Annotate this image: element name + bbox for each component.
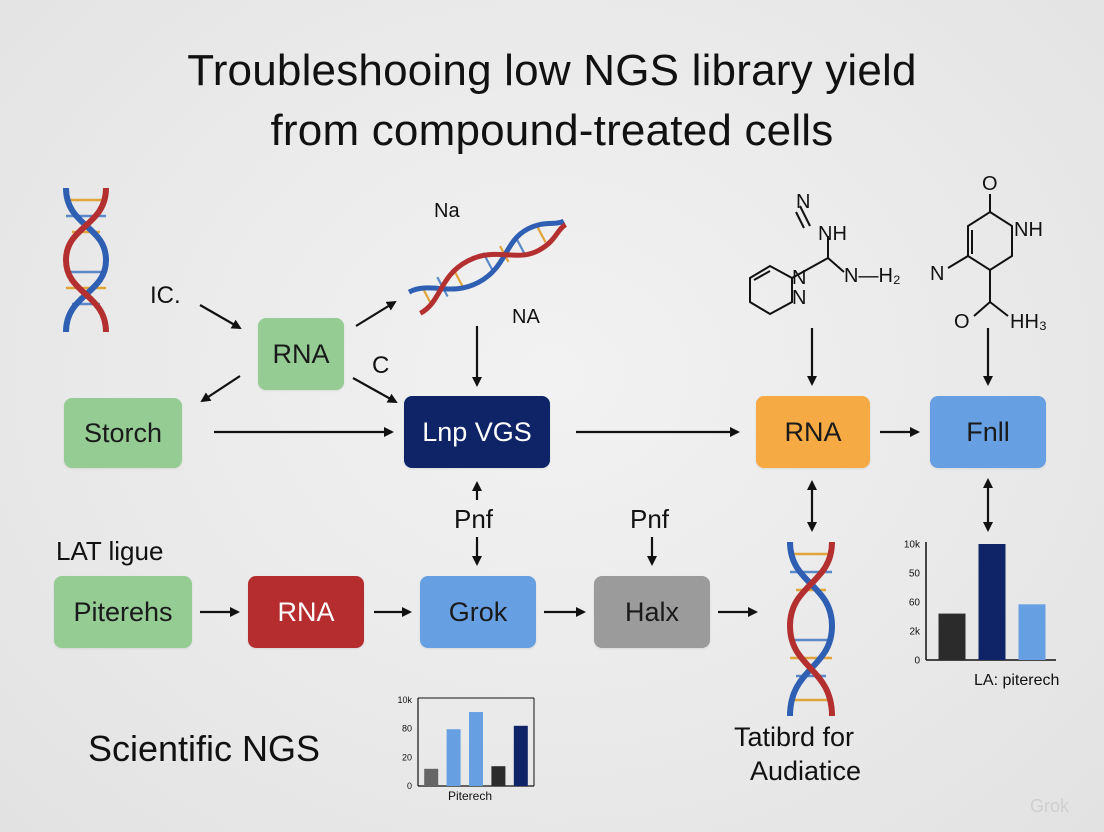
chart2-bar xyxy=(513,725,528,786)
label-ic: IC. xyxy=(150,282,181,309)
arrow-rna-to-helix xyxy=(355,300,397,327)
chart2-y-tick-label: 0 xyxy=(407,781,412,791)
box-rna-red: RNA xyxy=(248,576,364,648)
box-lnp-vgs: Lnp VGS xyxy=(404,396,550,468)
label-pnf-left: Pnf xyxy=(454,504,494,534)
label-na-bottom: NA xyxy=(512,306,540,328)
label-tatibrd-line1: Tatibrd for xyxy=(734,722,855,752)
arrow-ic-to-rna xyxy=(199,304,242,329)
chart1-y-tick-label: 2k xyxy=(909,626,921,637)
label-scientific-ngs: Scientific NGS xyxy=(88,728,321,769)
arrow-rna-to-lnp xyxy=(352,377,398,403)
mol2-hh3: HH₃ xyxy=(1010,311,1047,333)
chart2-bar xyxy=(469,712,483,786)
box-rna-orange: RNA xyxy=(756,396,870,468)
mol1-n3: N xyxy=(792,287,806,309)
dna-helix-icon xyxy=(62,187,110,333)
chart2-bar xyxy=(424,768,439,786)
mol1-n2: N xyxy=(792,267,806,289)
chart1-y-tick-label: 60 xyxy=(909,597,921,608)
chart2-xlabel: Piterech xyxy=(448,789,492,803)
mol2-o-top: O xyxy=(982,173,998,195)
label-lat-ligue: LAT ligue xyxy=(56,536,164,566)
chart2-y-tick-label: 80 xyxy=(402,724,412,734)
label-na-top: Na xyxy=(434,200,460,222)
box-grok: Grok xyxy=(420,576,536,648)
mol2-n: N xyxy=(930,263,944,285)
page-title-line1: Troubleshooing low NGS library yield xyxy=(187,46,917,95)
chart1-y-tick-label: 10k xyxy=(904,539,921,550)
box-fnll: Fnll xyxy=(930,396,1046,468)
label-c: C xyxy=(372,352,390,379)
chart1-bar xyxy=(978,544,1006,660)
chart2-bar xyxy=(491,766,506,786)
page-title-line2: from compound-treated cells xyxy=(270,106,834,155)
watermark-grok: Grok xyxy=(1030,796,1070,816)
box-halx: Halx xyxy=(594,576,710,648)
chart2-bar xyxy=(446,729,461,786)
bar-chart-bottom: 10k 80 20 0 Piterech xyxy=(397,695,535,803)
chart2-y-tick-label: 20 xyxy=(402,752,412,762)
chart2-y-tick-label: 10k xyxy=(397,695,412,705)
chart1-bar xyxy=(938,613,966,660)
mol2-o-bottom: O xyxy=(954,311,970,333)
molecule-2-icon: O NH N O HH₃ xyxy=(930,173,1047,333)
chart1-y-tick-label: 50 xyxy=(909,568,921,579)
bar-chart-right: 10k 50 60 2k 0 LA: piterech xyxy=(904,539,1060,689)
mol1-n1: N xyxy=(796,191,810,213)
arrow-rna-to-storch xyxy=(200,375,241,403)
chart1-y-tick-label: 0 xyxy=(914,655,920,666)
mol1-nh: NH xyxy=(818,223,847,245)
mol1-nh2: N—H₂ xyxy=(844,265,901,287)
molecule-1-icon: N NH N N N—H₂ xyxy=(749,191,901,316)
box-piterehs: Piterehs xyxy=(54,576,192,648)
chart1-xlabel: LA: piterech xyxy=(974,672,1059,689)
chart1-bar xyxy=(1018,604,1046,660)
label-tatibrd-line2: Audiatice xyxy=(750,756,862,786)
dna-helix-diagonal-icon xyxy=(407,218,568,316)
box-storch: Storch xyxy=(64,398,182,468)
label-pnf-right: Pnf xyxy=(630,504,670,534)
mol2-nh: NH xyxy=(1014,219,1043,241)
dna-helix-vertical-icon xyxy=(786,541,836,717)
box-rna-top: RNA xyxy=(258,318,344,390)
